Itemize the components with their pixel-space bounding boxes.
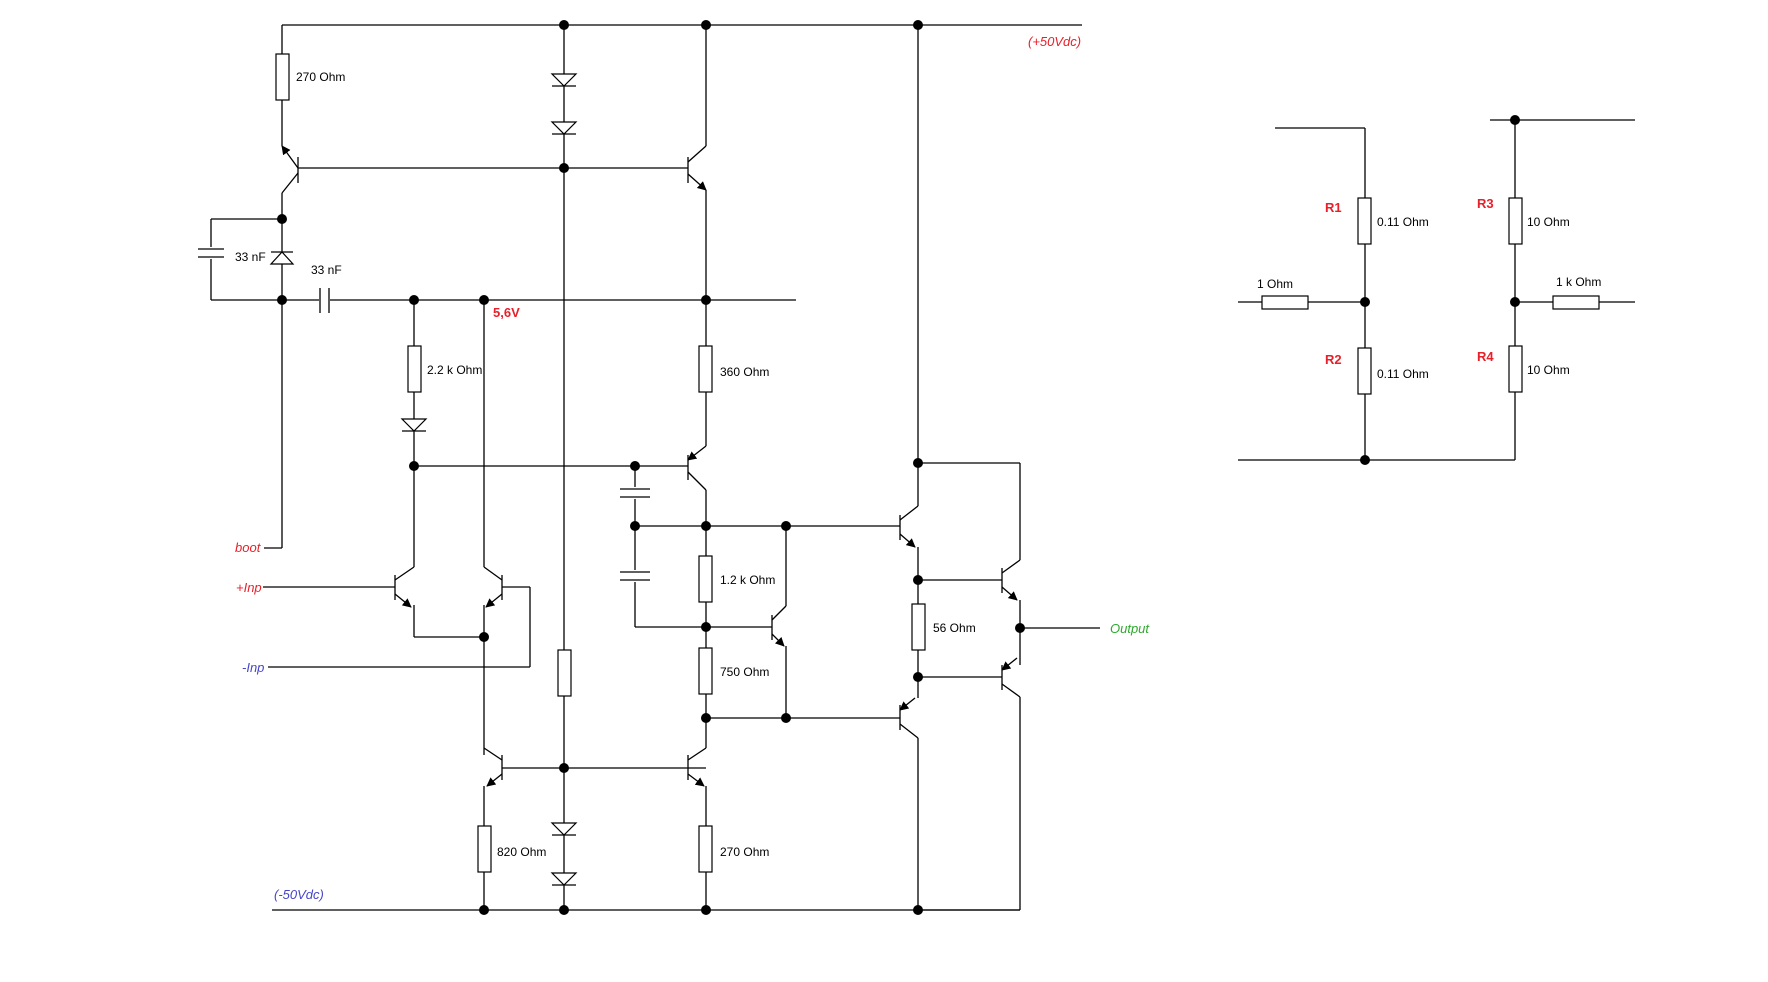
r2-value: 0.11 Ohm xyxy=(1377,367,1429,381)
r-1ohm-value: 1 Ohm xyxy=(1257,277,1293,291)
resistor-270-bottom xyxy=(698,825,713,873)
c-couple-label: 33 nF xyxy=(311,263,342,277)
r3-value: 10 Ohm xyxy=(1527,215,1570,229)
resistor-820 xyxy=(477,825,492,873)
r4-value: 10 Ohm xyxy=(1527,363,1570,377)
resistor-r1 xyxy=(1357,197,1372,245)
top-left-stage xyxy=(198,25,796,549)
resistor-56 xyxy=(911,603,926,651)
r2-name: R2 xyxy=(1325,352,1342,367)
negative-rail-label: (-50Vdc) xyxy=(274,887,324,902)
positive-rail-label: (+50Vdc) xyxy=(1028,34,1081,49)
resistor-r2 xyxy=(1357,347,1372,395)
detail-r3-r4 xyxy=(1490,115,1635,460)
detail-r1-r2 xyxy=(1238,127,1515,465)
center-diode-string xyxy=(550,20,578,915)
output-stage xyxy=(899,20,1100,915)
resistor-360 xyxy=(698,345,713,393)
resistor-1ohm xyxy=(1261,295,1309,310)
minus-input-label: -Inp xyxy=(242,660,264,675)
resistor-750 xyxy=(698,647,713,695)
r-56-label: 56 Ohm xyxy=(933,621,976,635)
top-current-source xyxy=(564,20,713,531)
resistor-center xyxy=(557,649,572,697)
resistor-270-top xyxy=(275,53,290,101)
r-270-bottom-label: 270 Ohm xyxy=(720,845,769,859)
r-360-label: 360 Ohm xyxy=(720,365,769,379)
boot-terminal-label: boot xyxy=(235,540,262,555)
r-820-label: 820 Ohm xyxy=(497,845,546,859)
bias-network xyxy=(620,461,900,915)
resistor-1k xyxy=(1552,295,1600,310)
r1-name: R1 xyxy=(1325,200,1342,215)
r1-value: 0.11 Ohm xyxy=(1377,215,1429,229)
plus-input-label: +Inp xyxy=(236,580,262,595)
r-750-label: 750 Ohm xyxy=(720,665,769,679)
ref-voltage-label: 5,6V xyxy=(493,305,520,320)
input-stage xyxy=(263,295,706,915)
r-1k2-label: 1.2 k Ohm xyxy=(720,573,775,587)
resistor-2k2 xyxy=(407,345,422,393)
resistor-r3 xyxy=(1508,197,1523,245)
r-2k2-label: 2.2 k Ohm xyxy=(427,363,482,377)
resistor-1k2 xyxy=(698,555,713,603)
r-top-270-label: 270 Ohm xyxy=(296,70,345,84)
r-1k-value: 1 k Ohm xyxy=(1556,275,1601,289)
r4-name: R4 xyxy=(1477,349,1494,364)
r3-name: R3 xyxy=(1477,196,1494,211)
output-terminal-label: Output xyxy=(1110,621,1150,636)
c-boot-label: 33 nF xyxy=(235,250,266,264)
resistor-r4 xyxy=(1508,345,1523,393)
